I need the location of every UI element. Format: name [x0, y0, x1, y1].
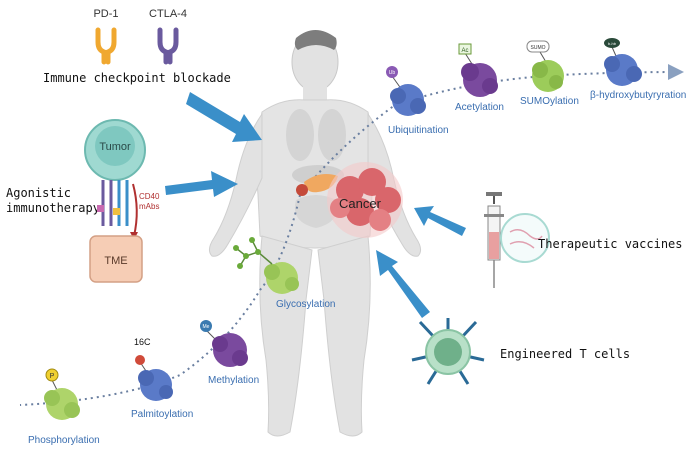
agonistic-title-line1: Agonistic [6, 186, 71, 200]
hydroxybutyrylation-badge: b-hb [608, 41, 617, 46]
acetylation-protein-icon [458, 43, 498, 97]
mabs-label-line1: CD40 [139, 192, 160, 201]
tme-box [89, 235, 143, 283]
ctla4-receptor-icon [157, 27, 179, 65]
glycosylation-protein-icon [233, 237, 299, 294]
cancer-label: Cancer [339, 196, 382, 211]
palmitoylation-c16-label: 16C [134, 337, 151, 347]
tcells-label: Engineered T cells [500, 347, 630, 361]
arrow-agonistic [165, 171, 238, 197]
acetylation-badge: Ac [461, 48, 468, 54]
phosphorylation-badge: P [50, 373, 55, 380]
cancer-cluster-icon [327, 162, 403, 238]
sumoylation-badge: SUMO [531, 45, 546, 51]
pd1-receptor-icon [95, 27, 117, 65]
methylation-label: Methylation [208, 375, 259, 386]
ubiquitination-protein-icon [386, 66, 426, 116]
ubiquitination-badge: Ub [389, 70, 396, 76]
modification-path-lower [19, 194, 301, 406]
t-cell-icon [411, 318, 485, 385]
sumoylation-protein-icon [526, 40, 564, 92]
ctla4-label: CTLA-4 [149, 8, 187, 20]
ubiquitination-label: Ubiquitination [388, 125, 449, 136]
phosphorylation-label: Phosphorylation [28, 435, 100, 446]
vaccines-label: Therapeutic vaccines [538, 237, 683, 251]
glycosylation-label: Glycosylation [276, 299, 335, 310]
pd1-label: PD-1 [93, 8, 118, 20]
mabs-label-line2: mAbs [139, 202, 159, 211]
palmitoylation-label: Palmitoylation [131, 409, 193, 420]
checkpoint-title: Immune checkpoint blockade [43, 71, 231, 85]
tme-label: TME [104, 255, 127, 267]
sumoylation-label: SUMOylation [520, 96, 579, 107]
arrow-tcells [376, 250, 430, 318]
agonistic-title-line2: immunotherapy [6, 201, 100, 215]
methylation-protein-icon [200, 320, 248, 367]
cd40-receptor-icon [97, 180, 138, 240]
arrow-vaccines [414, 206, 466, 236]
acetylation-label: Acetylation [455, 102, 504, 113]
hydroxybutyrylation-protein-icon [604, 38, 642, 86]
tumor-cell-icon [84, 119, 146, 181]
palmitoylation-protein-icon [135, 355, 173, 401]
methylation-badge: Me [203, 324, 210, 330]
phosphorylation-protein-icon [44, 368, 80, 420]
tumor-label: Tumor [99, 141, 131, 153]
arrow-checkpoint [186, 92, 262, 142]
hydroxybutyrylation-label: β-hydroxybutyryration [590, 90, 686, 101]
syringe-icon [484, 192, 550, 288]
